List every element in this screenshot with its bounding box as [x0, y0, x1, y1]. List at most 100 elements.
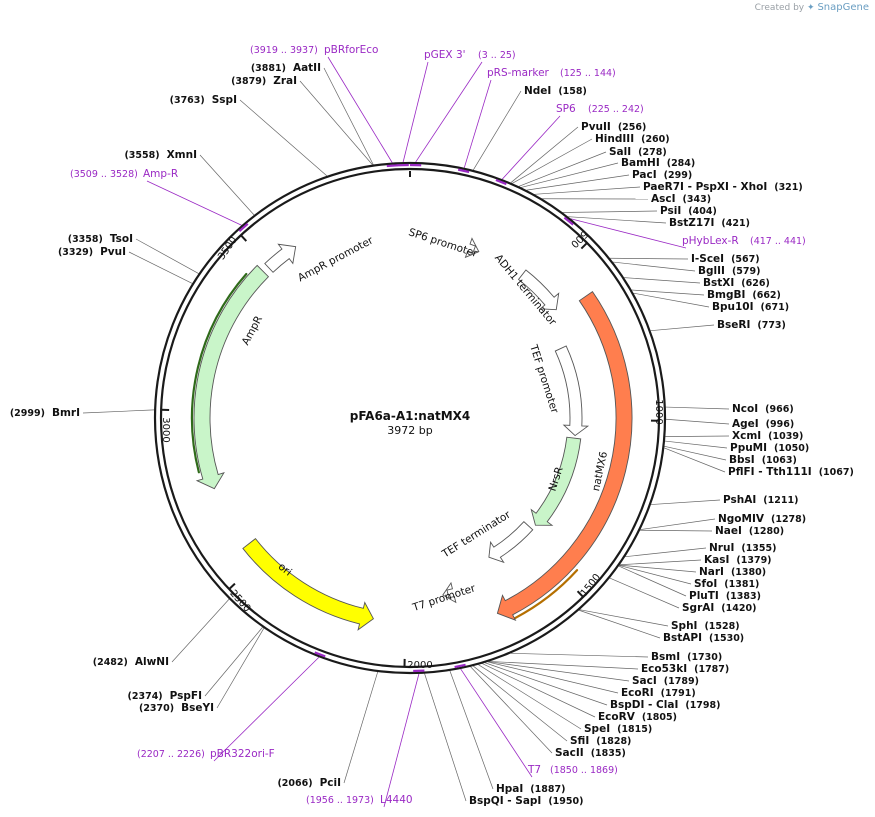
enzyme-name: HindIII — [595, 133, 634, 145]
enzyme-hpai: HpaI(1887) — [496, 783, 565, 795]
enzyme-ppumi: PpuMI(1050) — [730, 442, 809, 454]
enzyme-bpu10i: Bpu10I(671) — [712, 301, 789, 313]
feature-label-tef-promoter: TEF promoter — [527, 342, 561, 415]
primer-name-l4440: L4440 — [380, 794, 413, 806]
feature-arrow-t7-promoter — [442, 581, 457, 604]
enzyme-position: (3558) — [124, 150, 159, 161]
enzyme-name: SspI — [212, 94, 237, 106]
enzyme-psii: PsiI(404) — [660, 205, 717, 217]
enzyme-name: PvuI — [100, 246, 126, 258]
leader-line-sspi — [239, 99, 328, 177]
enzyme-name: PpuMI — [730, 442, 767, 454]
leader-line-bseri — [650, 324, 715, 332]
enzyme-position: (284) — [667, 158, 696, 169]
enzyme-name: BspDI - ClaI — [610, 699, 678, 711]
primer-name-sp6: SP6 — [556, 103, 576, 115]
enzyme-name: NcoI — [732, 403, 758, 415]
enzyme-position: (404) — [688, 206, 717, 217]
enzyme-position: (567) — [731, 254, 760, 265]
enzyme-name: BspQI - SapI — [469, 795, 541, 807]
primer-mark-amp-r — [238, 223, 249, 233]
enzyme-name: KasI — [704, 554, 729, 566]
enzyme-ndei: NdeI (158) — [524, 85, 587, 97]
leader-line-pvuii — [510, 126, 579, 183]
enzyme-sfoi: SfoI(1381) — [694, 578, 759, 590]
leader-line-agei — [665, 418, 730, 425]
leader-line-bseyi — [216, 628, 265, 709]
primer-mark-pbr322ori-f — [314, 651, 326, 658]
enzyme-position: (1381) — [724, 579, 759, 590]
enzyme-position: (2370) — [139, 703, 174, 714]
credit-prefix: Created by — [754, 3, 805, 13]
enzyme-name: PacI — [632, 169, 657, 181]
enzyme-bseri: BseRI(773) — [717, 319, 786, 331]
enzyme-position: (2066) — [277, 778, 312, 789]
enzyme-name: BstXI — [703, 277, 734, 289]
primer-leader-pbrforeco — [327, 56, 393, 163]
primer-range-phyblex-r: (417 .. 441) — [750, 236, 806, 247]
enzyme-pvuii: PvuII(256) — [581, 121, 646, 133]
leader-line-pvui — [128, 251, 193, 284]
enzyme-position: (1828) — [596, 736, 631, 747]
leader-line-pcii — [343, 671, 379, 784]
leader-line-psii — [562, 210, 658, 213]
leader-line-ngomiv — [640, 518, 716, 530]
enzyme-pspfi: (2374)PspFI — [128, 690, 202, 702]
primer-name-pgex-3: pGEX 3' — [424, 49, 466, 61]
enzyme-position: (1379) — [736, 555, 771, 566]
enzyme-position: (671) — [761, 302, 790, 313]
enzyme-position: (1950) — [548, 796, 583, 807]
leader-line-bspqi-sapi — [424, 673, 467, 802]
enzyme-name: HpaI — [496, 783, 523, 795]
highlight-natmx6 — [514, 569, 579, 620]
enzyme-bseyi: (2370) BseYI — [139, 702, 214, 714]
tick-mark-2500 — [228, 582, 236, 590]
enzyme-bstapi: BstAPI(1530) — [663, 632, 744, 644]
backbone-inner-ring — [159, 167, 661, 669]
tick-label-2500: 2500 — [227, 588, 252, 614]
enzyme-name: NdeI — [524, 85, 551, 97]
enzyme-name: EcoRI — [621, 687, 654, 699]
enzyme-name: BseYI — [181, 702, 214, 714]
enzyme-position: (256) — [618, 122, 647, 133]
enzyme-position: (1791) — [661, 688, 696, 699]
primer-name-pbrforeco: pBRforEco — [324, 44, 378, 56]
enzyme-position: (1067) — [819, 467, 854, 478]
primer-name-pbr322ori-f: pBR322ori-F — [210, 748, 275, 760]
primer-mark-sp6 — [495, 179, 507, 186]
primer-range-pbr322ori-f: (2207 .. 2226) — [137, 749, 205, 760]
enzyme-position: (1805) — [642, 712, 677, 723]
enzyme-tsoi: (3358)TsoI — [68, 233, 133, 245]
enzyme-position: (579) — [732, 266, 761, 277]
leader-line-ecorv — [482, 663, 596, 718]
enzyme-position: (626) — [741, 278, 770, 289]
leader-line-eco53ki — [489, 661, 639, 670]
leader-line-sfoi — [619, 565, 692, 585]
enzyme-pluti: PluTI(1383) — [689, 590, 761, 602]
primer-mark-t7 — [454, 663, 466, 669]
feature-arrow-natmx6 — [496, 290, 633, 621]
enzyme-position: (662) — [752, 290, 781, 301]
enzyme-name: AatII — [293, 62, 321, 74]
enzyme-name: PciI — [320, 777, 341, 789]
feature-label-ampr: AmpR — [240, 314, 265, 347]
leader-line-ppumi — [664, 440, 728, 449]
feature-label-sp6-promoter: SP6 promoter — [407, 226, 480, 260]
leader-line-pflfi-tth111i — [664, 447, 726, 473]
enzyme-sphi: SphI(1528) — [671, 620, 740, 632]
enzyme-sfii: SfiI(1828) — [570, 735, 631, 747]
enzyme-name: BmgBI — [707, 289, 745, 301]
primer-leader-prs-marker — [463, 79, 492, 168]
enzyme-position: (1798) — [685, 700, 720, 711]
leader-line-nrui — [625, 547, 707, 558]
enzyme-name: XmnI — [167, 149, 197, 161]
feature-arrow-ampr — [193, 264, 270, 490]
enzyme-name: NaeI — [715, 525, 742, 537]
leader-line-sphi — [579, 609, 669, 627]
enzyme-position: (158) — [558, 86, 587, 97]
enzyme-naei: NaeI(1280) — [715, 525, 784, 537]
enzyme-position: (1815) — [617, 724, 652, 735]
primer-leader-l4440 — [383, 673, 420, 808]
feature-arrow-sp6-promoter — [464, 237, 480, 259]
enzyme-name: AgeI — [732, 418, 759, 430]
